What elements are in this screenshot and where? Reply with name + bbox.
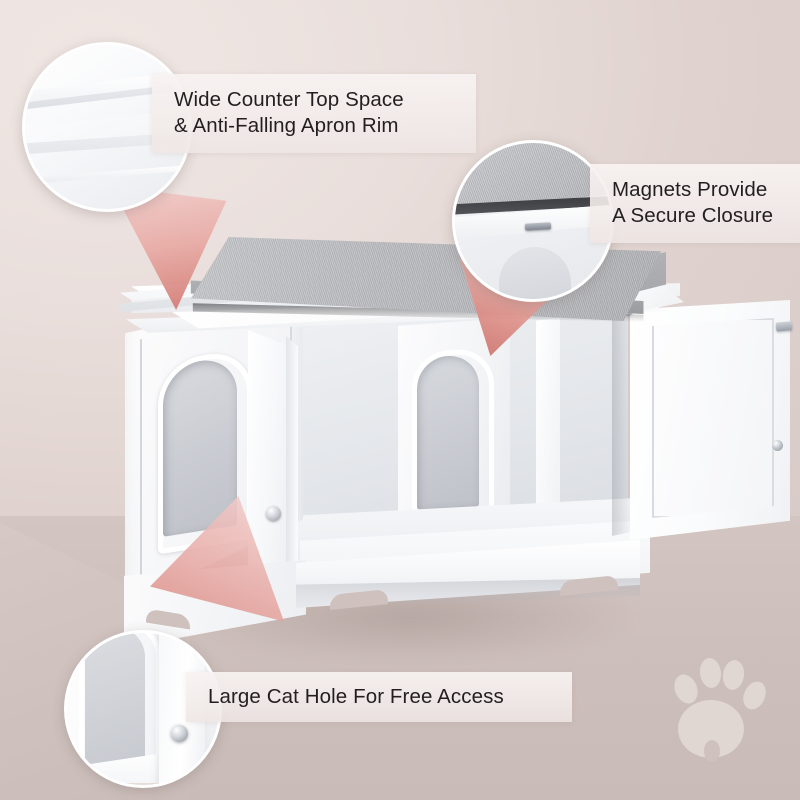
callout3-door-knob	[171, 725, 188, 742]
callout-label-magnets: Magnets Provide A Secure Closure	[590, 164, 800, 243]
hinge-icon-bottom	[775, 321, 793, 332]
callout-label-cat-hole: Large Cat Hole For Free Access	[186, 672, 572, 722]
left-door-edge	[286, 336, 298, 594]
callout-label-counter-top: Wide Counter Top Space & Anti-Falling Ap…	[152, 74, 476, 153]
paw-print-icon	[652, 648, 772, 766]
left-door-knob[interactable]	[266, 506, 281, 521]
paw-pad-notch	[704, 740, 720, 762]
right-door-panel	[652, 318, 774, 518]
divider-arch-rim	[412, 347, 494, 526]
callout2-arch	[499, 247, 571, 299]
callout-circle-magnets	[452, 140, 614, 302]
magnet-catch-icon	[524, 222, 552, 231]
right-door-knob[interactable]	[772, 440, 783, 451]
callout3-floor	[67, 783, 219, 785]
right-door-shadow	[612, 306, 634, 536]
